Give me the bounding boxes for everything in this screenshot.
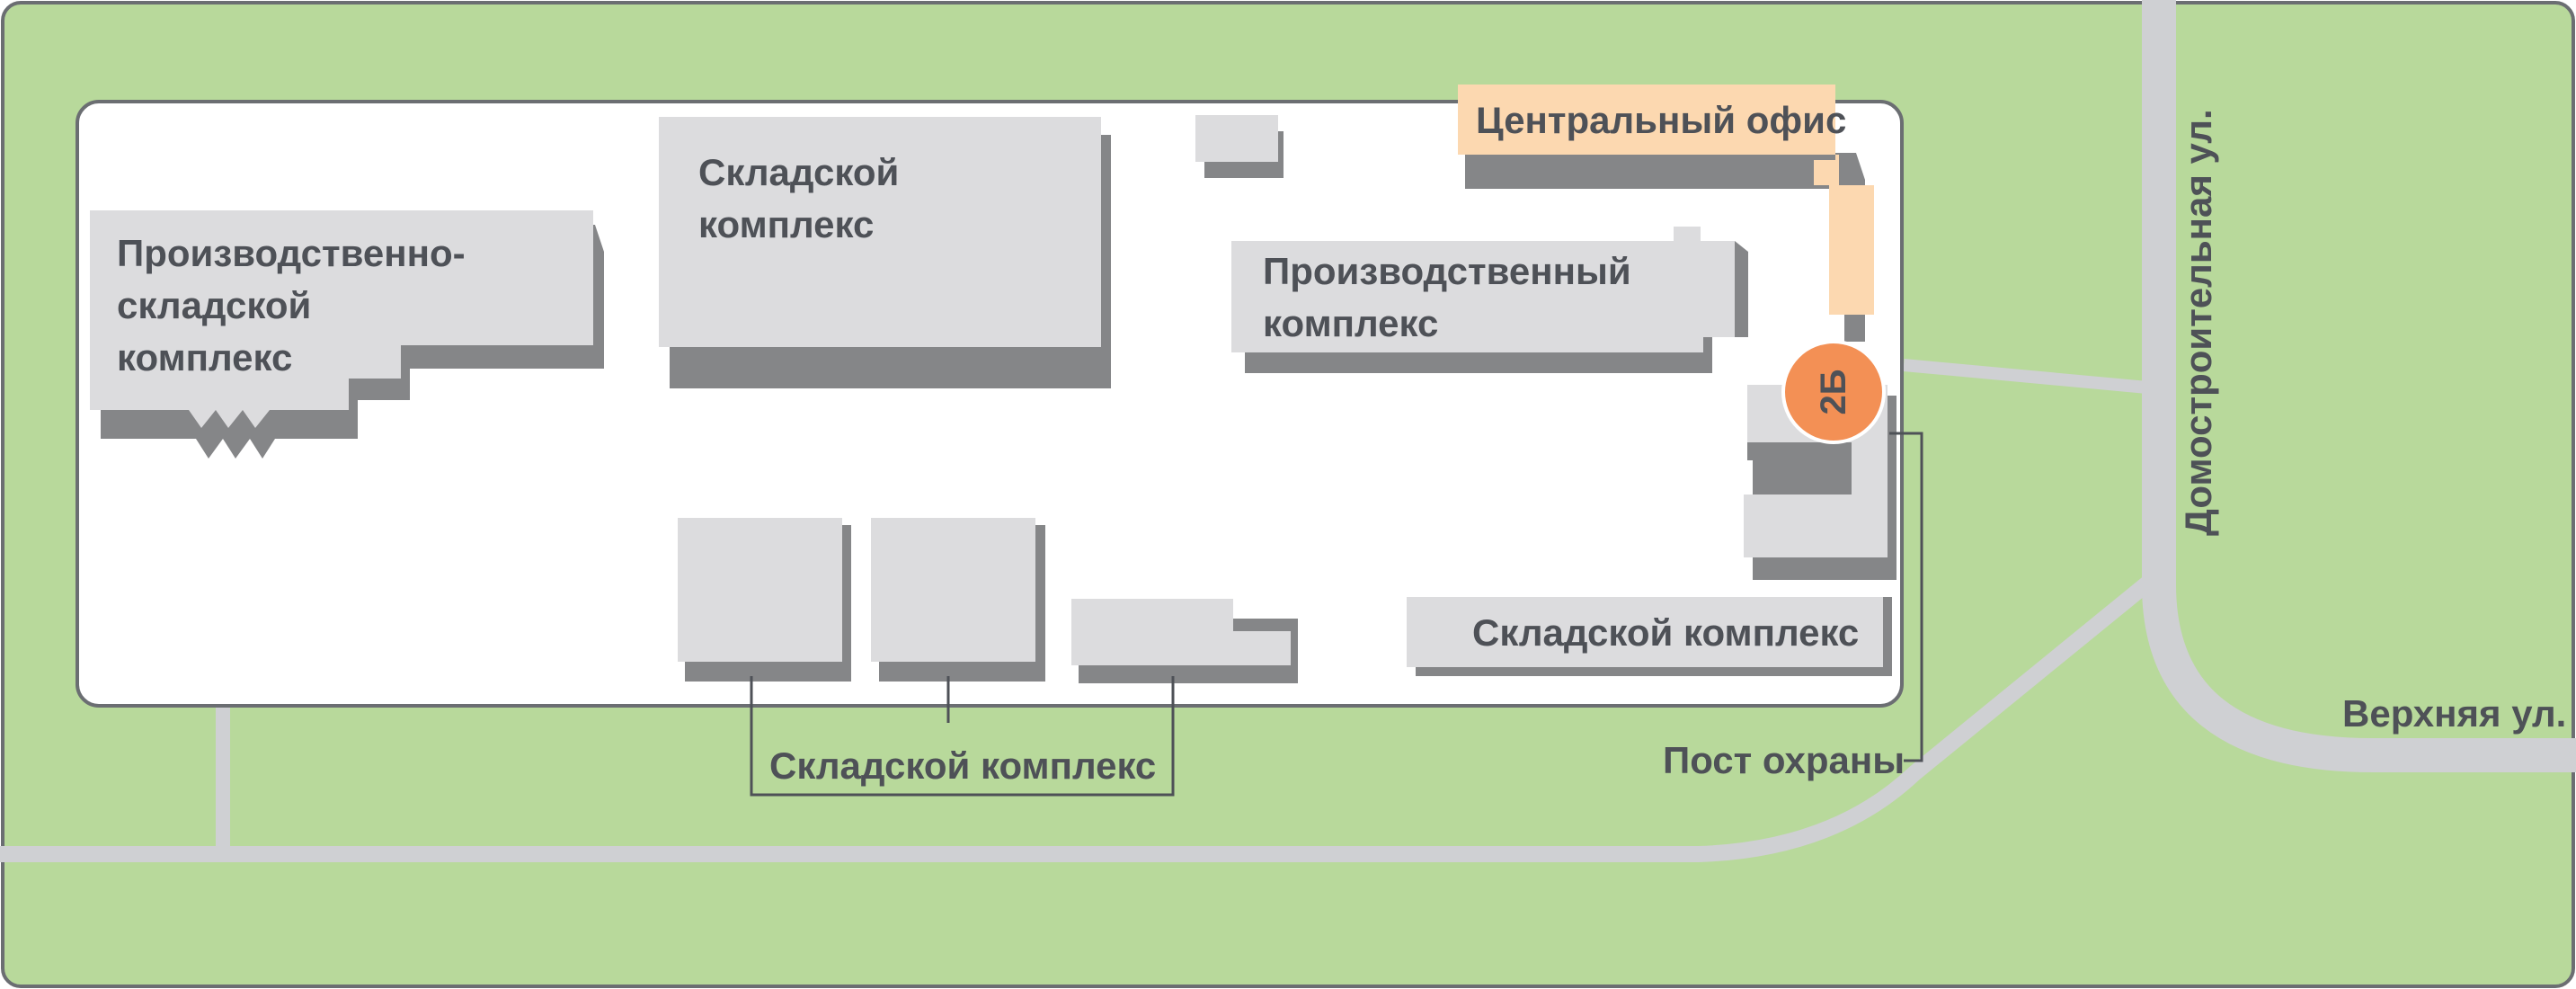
label-warehouse-bottom: Складской комплекс [769, 744, 1156, 787]
road-bottom [0, 569, 2163, 862]
label-warehouse-right: Складской комплекс [1472, 611, 1859, 654]
roads [0, 0, 2576, 862]
building-warehouse-bottom-2 [871, 518, 1045, 682]
road-compound-link [1903, 359, 2158, 395]
label-security-post: Пост охраны [1663, 739, 1905, 781]
badge-2b[interactable]: 2Б [1781, 340, 1886, 444]
building-warehouse-bottom-3 [1071, 599, 1298, 683]
building-warehouse-right [1407, 597, 1892, 676]
label-production-2: комплекс [1263, 302, 1438, 344]
building-small-top [1195, 115, 1284, 178]
building-warehouse-bottom-1 [678, 518, 851, 682]
building-central-office [1458, 85, 1874, 342]
label-prod-warehouse-2: складской [117, 284, 311, 326]
building-production-warehouse [90, 210, 604, 459]
label-warehouse-top-2: комплекс [698, 203, 874, 245]
label-production-1: Производственный [1263, 250, 1631, 292]
road-domostroitelnaya [2142, 0, 2576, 772]
label-central-office: Центральный офис [1476, 99, 1846, 141]
street-domostroitelnaya: Домостроительная ул. [2177, 109, 2219, 536]
label-prod-warehouse-1: Производственно- [117, 232, 466, 274]
building-warehouse-top [659, 117, 1111, 388]
badge-circle[interactable] [1781, 340, 1886, 444]
leader-lines [750, 432, 1923, 797]
label-warehouse-top-1: Складской [698, 151, 899, 193]
badge-label: 2Б [1814, 370, 1853, 415]
building-production [1231, 227, 1748, 373]
street-verkhnyaya: Верхняя ул. [2342, 692, 2566, 735]
label-prod-warehouse-3: комплекс [117, 336, 292, 379]
